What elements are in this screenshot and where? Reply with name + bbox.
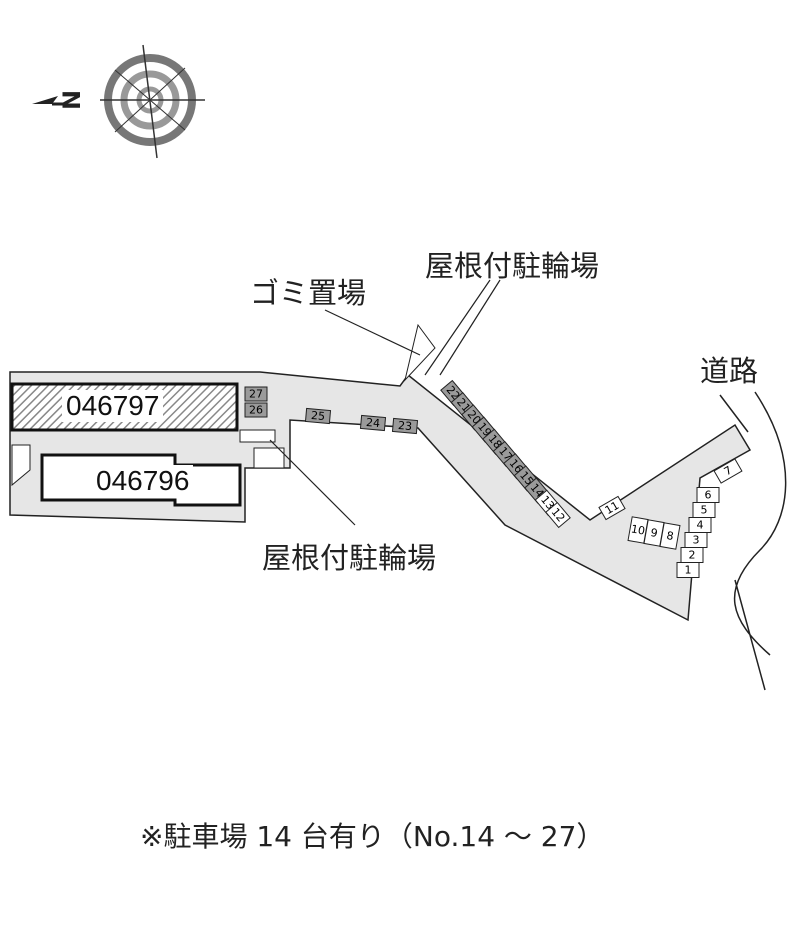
bike-parking-label-top: 屋根付駐輪場 — [425, 249, 600, 283]
parking-number: 8 — [665, 529, 674, 543]
parking-number: 5 — [701, 504, 708, 517]
parking-space-9: 9 — [643, 519, 665, 547]
footer-note: ※駐車場 14 台有り（No.14 ～ 27） — [140, 820, 605, 853]
parking-space-7: 7 — [713, 458, 743, 484]
parking-number: 24 — [365, 416, 380, 430]
parking-number: 25 — [310, 409, 325, 423]
garbage-label: ゴミ置場 — [250, 276, 367, 310]
parking-number: 1 — [685, 564, 692, 577]
parking-number: 9 — [649, 526, 658, 540]
parking-number: 6 — [705, 489, 712, 502]
parking-space-27: 27 — [244, 386, 268, 402]
parking-space-4: 4 — [688, 517, 712, 533]
parking-space-3: 3 — [684, 532, 708, 548]
garbage-area — [404, 323, 436, 382]
parking-number: 10 — [630, 522, 646, 537]
parking-space-26: 26 — [244, 402, 268, 418]
road-label: 道路 — [700, 354, 759, 388]
parking-number: 11 — [603, 499, 622, 517]
parking-space-11: 11 — [598, 495, 626, 521]
parking-space-5: 5 — [692, 502, 716, 518]
building-lower-id: 046796 — [92, 465, 194, 497]
parking-space-25: 25 — [304, 407, 332, 425]
bike-parking-label-bottom: 屋根付駐輪場 — [262, 541, 437, 575]
compass-north-label: N — [58, 89, 87, 111]
parking-space-8: 8 — [659, 522, 681, 550]
parking-number: 26 — [249, 404, 263, 417]
north-arrow-icon — [32, 96, 58, 104]
parking-number: 23 — [397, 419, 412, 433]
parking-space-2: 2 — [680, 547, 704, 563]
parking-space-1: 1 — [676, 562, 700, 578]
parking-space-23: 23 — [391, 417, 419, 435]
parking-number: 4 — [697, 519, 704, 532]
parking-number: 3 — [693, 534, 700, 547]
parking-number: 27 — [249, 388, 263, 401]
parking-number: 2 — [689, 549, 696, 562]
road-lines — [719, 391, 787, 691]
parking-space-12: 12 — [545, 501, 571, 529]
parking-space-24: 24 — [359, 414, 387, 432]
building-upper-id: 046797 — [62, 390, 164, 422]
parking-space-6: 6 — [696, 487, 720, 503]
compass — [32, 44, 205, 159]
bike-parking-small — [253, 447, 285, 469]
